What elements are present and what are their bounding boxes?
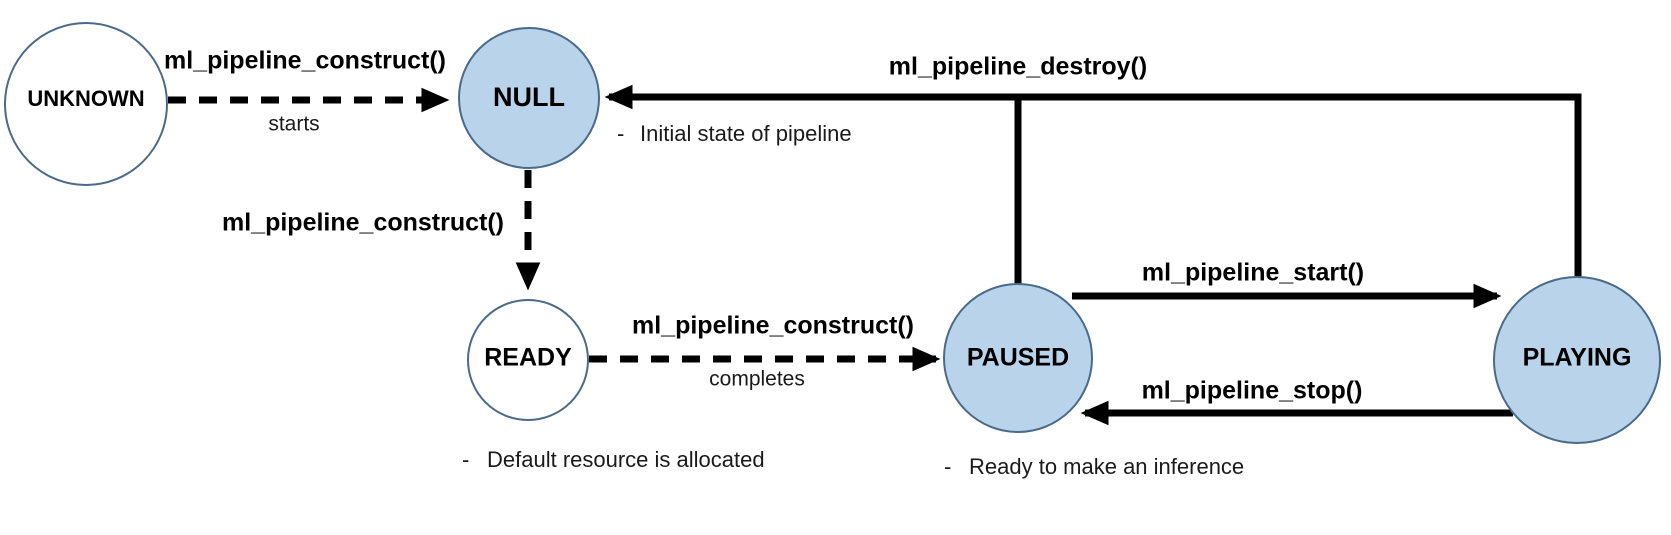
edge-label-playing-to-paused: ml_pipeline_stop() [1142,377,1363,405]
edge-label-destroy: ml_pipeline_destroy() [889,53,1147,81]
state-label-unknown: UNKNOWN [27,86,144,111]
state-node-paused[interactable]: PAUSED [943,283,1093,433]
state-label-paused: PAUSED [967,344,1069,372]
edge-playing-to-paused: ml_pipeline_stop() [1080,377,1513,426]
state-label-null: NULL [493,82,565,112]
note-text-ready: Default resource is allocated [487,447,765,472]
note-bullet-paused: - [944,454,951,479]
state-circle-null[interactable] [458,27,600,169]
note-default-resource: - Default resource is allocated [462,447,765,472]
edge-label-paused-to-playing: ml_pipeline_start() [1142,259,1364,287]
edge-unknown-to-null: ml_pipeline_construct() starts [164,47,450,136]
state-label-ready: READY [484,344,572,372]
state-node-playing[interactable]: PLAYING [1493,276,1661,444]
edge-sublabel-ready-to-paused: completes [709,368,805,391]
edge-sublabel-unknown-to-null: starts [268,113,319,136]
state-circle-ready[interactable] [467,299,589,421]
edge-label-ready-to-paused: ml_pipeline_construct() [632,312,914,340]
edge-paused-to-playing: ml_pipeline_start() [1072,259,1502,309]
state-circle-paused[interactable] [943,283,1093,433]
edge-label-null-to-ready: ml_pipeline_construct() [222,209,504,237]
edge-null-to-ready: ml_pipeline_construct() [222,170,541,291]
state-label-playing: PLAYING [1523,344,1632,372]
edge-ready-to-paused: ml_pipeline_construct() completes [589,312,941,391]
edge-label-unknown-to-null: ml_pipeline_construct() [164,47,446,75]
note-ready-inference: - Ready to make an inference [944,454,1244,479]
note-initial-state: - Initial state of pipeline [617,121,852,146]
state-node-unknown[interactable]: UNKNOWN [4,22,168,186]
state-circle-playing[interactable] [1493,276,1661,444]
state-circle-unknown[interactable] [4,22,168,186]
state-node-null[interactable]: NULL [458,27,600,169]
note-bullet-null: - [617,121,624,146]
state-node-ready[interactable]: READY [467,299,589,421]
note-bullet-ready: - [462,447,469,472]
note-text-null: Initial state of pipeline [640,121,852,146]
note-text-paused: Ready to make an inference [969,454,1244,479]
